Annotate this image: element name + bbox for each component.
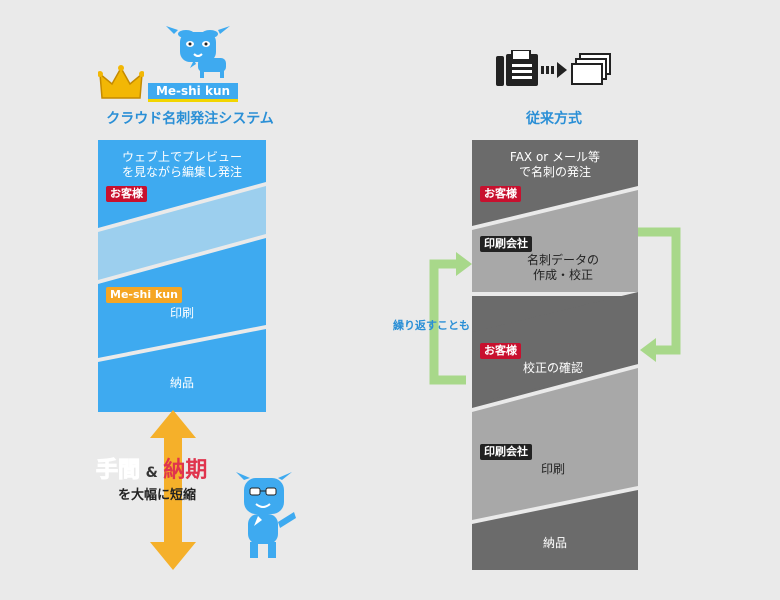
left-step-gap-block [98,186,266,280]
left-step1-text: ウェブ上でプレビュー を見ながら編集し発注 [121,150,242,179]
right-step1-block [472,140,638,226]
left-step2-text: 印刷 [169,306,194,320]
left-flow-diagram [98,140,266,412]
fax-icon [496,50,538,86]
benefit-word-effort: 手間 [95,458,141,484]
right-step3-customer-tag: お客様 [480,343,521,359]
loop-arrow-icon [429,227,681,385]
double-arrow-icon [150,410,196,570]
right-step1-text: FAX or メール等 で名刺の発注 [509,150,601,179]
right-step3-text: 校正の確認 [522,361,583,375]
right-step1-customer-tag: お客様 [480,186,521,202]
loop-label: 繰り返すことも [393,319,470,332]
right-step2-block [472,190,638,292]
right-flow-diagram [472,140,638,570]
benefit-subtext: を大幅に短縮 [118,488,197,503]
left-step1-customer-tag: お客様 [106,186,147,202]
left-step3-text: 納品 [169,376,194,390]
crown-icon [98,65,144,99]
benefit-headline: 手間 & 納期 [95,452,208,484]
right-step3-lower [472,292,638,404]
system-title: クラウド名刺発注システム [106,111,274,127]
right-step4-text: 印刷 [540,462,565,476]
benefit-word-delivery: 納期 [163,458,208,483]
left-step2-meshikun-tag: Me-shi kun [106,287,182,303]
left-step2-block [98,238,266,358]
transmit-icon [541,62,567,78]
paper-stack-icon [571,53,611,85]
left-step3-block [98,329,266,412]
left-step1-block [98,140,266,228]
right-step4-block [472,368,638,520]
conventional-title: 従来方式 [526,111,582,127]
right-step4-printer-tag: 印刷会社 [480,444,532,460]
right-step5-block [472,490,638,570]
right-step2-printer-tag: 印刷会社 [480,236,532,252]
right-step2-text: 名刺データの 作成・校正 [526,253,599,282]
brand-badge: Me-shi kun [148,83,238,102]
goat-mascot-pointing-icon [236,472,296,558]
benefit-ampersand: & [145,465,158,481]
right-step5-text: 納品 [542,536,567,550]
goat-mascot-icon [166,26,230,78]
